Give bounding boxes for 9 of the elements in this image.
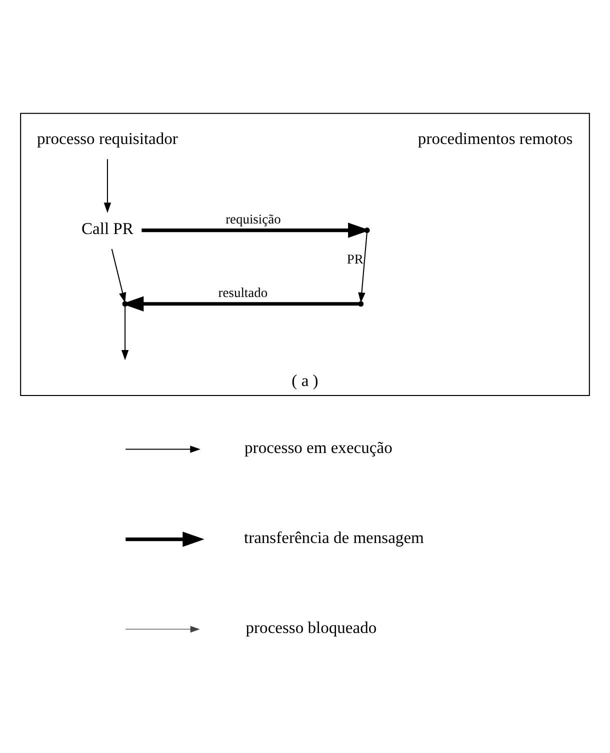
edge-label: resultado bbox=[218, 285, 268, 300]
legend-label: transferência de mensagem bbox=[244, 528, 424, 548]
edge-label: PR bbox=[346, 251, 364, 266]
node-text: Call PR bbox=[82, 219, 134, 238]
node-text: processo requisitador bbox=[36, 129, 178, 148]
legend-label: processo bloqueado bbox=[246, 618, 377, 638]
legend-label: processo em execução bbox=[244, 438, 392, 458]
node-text: procedimentos remotos bbox=[418, 129, 573, 148]
edge-label: requisição bbox=[226, 211, 281, 226]
